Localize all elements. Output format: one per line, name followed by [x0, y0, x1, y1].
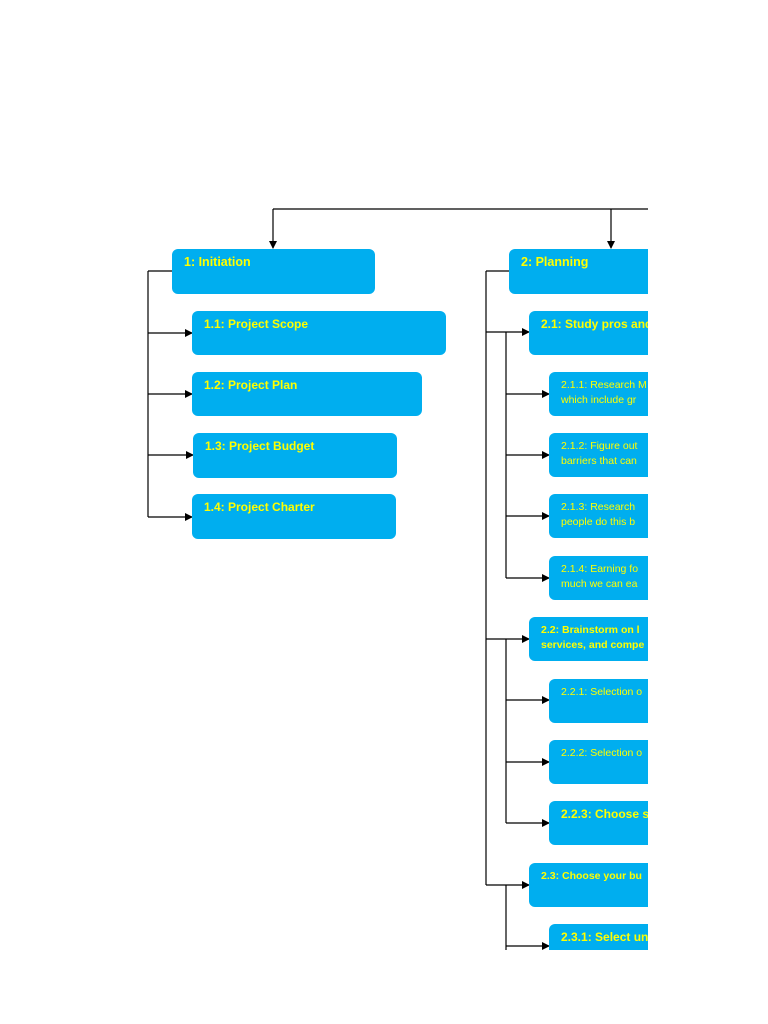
node-initiation-label: 1: Initiation [184, 255, 251, 269]
node-select-2-3-1: 2.3.1: Select un [549, 924, 648, 950]
node-selection-1-label: 2.2.1: Selection o [561, 686, 643, 698]
node-earning: 2.1.4: Earning fo much we can ea [549, 556, 648, 600]
node-selection-2-label: 2.2.2: Selection o [561, 747, 643, 759]
node-research-people-line2: people do this b [561, 516, 636, 528]
node-project-plan: 1.2: Project Plan [192, 372, 422, 416]
node-selection-2: 2.2.2: Selection o [549, 740, 648, 784]
node-selection-1: 2.2.1: Selection o [549, 679, 648, 723]
node-research-market-line1: 2.1.1: Research M [561, 379, 647, 391]
diagram-viewport: 1: Initiation 1.1: Project Scope 1.2: Pr… [147, 208, 648, 950]
node-initiation: 1: Initiation [172, 249, 375, 294]
node-project-scope-label: 1.1: Project Scope [204, 317, 309, 331]
node-choose-2-2-3: 2.2.3: Choose s [549, 801, 648, 845]
node-brainstorm-line1: 2.2: Brainstorm on l [541, 624, 640, 636]
node-figure-barriers-line2: barriers that can [561, 455, 637, 467]
node-research-market: 2.1.1: Research M which include gr [549, 372, 648, 416]
node-select-2-3-1-label: 2.3.1: Select un [561, 930, 648, 944]
node-study-pros-label: 2.1: Study pros and [541, 317, 648, 331]
node-earning-line1: 2.1.4: Earning fo [561, 563, 639, 575]
node-research-market-line2: which include gr [561, 394, 637, 406]
node-project-budget-label: 1.3: Project Budget [205, 439, 315, 453]
node-research-people-line1: 2.1.3: Research [561, 501, 636, 513]
connector-lines [147, 208, 648, 950]
node-project-charter: 1.4: Project Charter [192, 494, 396, 539]
node-study-pros: 2.1: Study pros and [529, 311, 648, 355]
node-choose-business: 2.3: Choose your bu [529, 863, 648, 907]
node-planning: 2: Planning [509, 249, 648, 294]
node-figure-barriers: 2.1.2: Figure out barriers that can [549, 433, 648, 477]
node-planning-label: 2: Planning [521, 255, 589, 269]
node-earning-line2: much we can ea [561, 578, 638, 590]
node-project-plan-label: 1.2: Project Plan [204, 378, 298, 392]
node-research-people: 2.1.3: Research people do this b [549, 494, 648, 538]
node-project-charter-label: 1.4: Project Charter [204, 500, 315, 514]
node-brainstorm: 2.2: Brainstorm on l services, and compe [529, 617, 648, 661]
node-choose-business-label: 2.3: Choose your bu [541, 870, 642, 882]
node-figure-barriers-line1: 2.1.2: Figure out [561, 440, 638, 452]
node-brainstorm-line2: services, and compe [541, 639, 645, 651]
node-project-budget: 1.3: Project Budget [193, 433, 397, 478]
node-project-scope: 1.1: Project Scope [192, 311, 446, 355]
node-choose-2-2-3-label: 2.2.3: Choose s [561, 807, 648, 821]
